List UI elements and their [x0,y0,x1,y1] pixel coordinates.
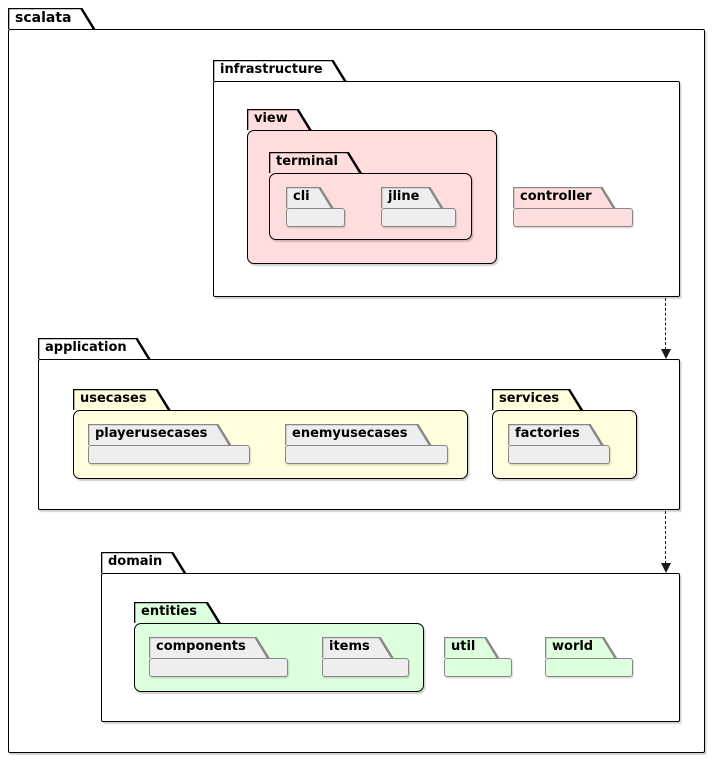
package-tab: world [545,637,617,658]
package-tab: cli [286,187,334,208]
arrow-head-icon [660,563,671,573]
package-body [513,208,633,227]
package-label: jline [388,189,420,204]
package-label: factories [515,426,580,441]
package-tab: infrastructure [213,60,347,81]
package-label: domain [108,554,163,569]
package-label: util [451,639,476,654]
package-label: components [156,639,246,654]
package-tab: scalata [8,8,95,29]
package-tab: entities [134,602,221,623]
package-label: entities [141,604,197,619]
package-body [381,208,456,227]
package-body [88,445,250,464]
package-tab: view [247,109,312,130]
package-label: enemyusecases [292,426,408,441]
package-label: services [499,391,560,406]
package-label: playerusecases [95,426,208,441]
package-tab: playerusecases [88,424,231,445]
package-label: terminal [276,154,338,169]
package-label: items [329,639,370,654]
package-body [285,445,448,464]
arrow-line [665,298,666,350]
package-label: cli [293,189,310,204]
package-tab: components [149,637,270,658]
package-tab: application [38,338,151,359]
package-label: application [45,340,127,355]
package-label: usecases [80,391,147,406]
package-tab: terminal [269,152,362,173]
package-label: controller [520,189,592,204]
package-body [545,658,633,677]
package-body [286,208,345,227]
package-tab: domain [101,552,186,573]
package-label: world [552,639,594,654]
package-body [322,658,409,677]
package-tab: factories [508,424,604,445]
package-label: view [254,111,288,126]
package-body [149,658,288,677]
package-body [444,658,512,677]
arrow-head-icon [660,349,671,359]
arrow-line [665,511,666,564]
package-label: infrastructure [220,62,323,77]
package-body [508,445,610,464]
package-tab: services [492,389,583,410]
package-label: scalata [15,10,72,26]
package-tab: enemyusecases [285,424,432,445]
package-tab: usecases [73,389,171,410]
package-tab: util [444,637,499,658]
package-tab: controller [513,187,616,208]
package-tab: items [322,637,394,658]
package-tab: jline [381,187,443,208]
